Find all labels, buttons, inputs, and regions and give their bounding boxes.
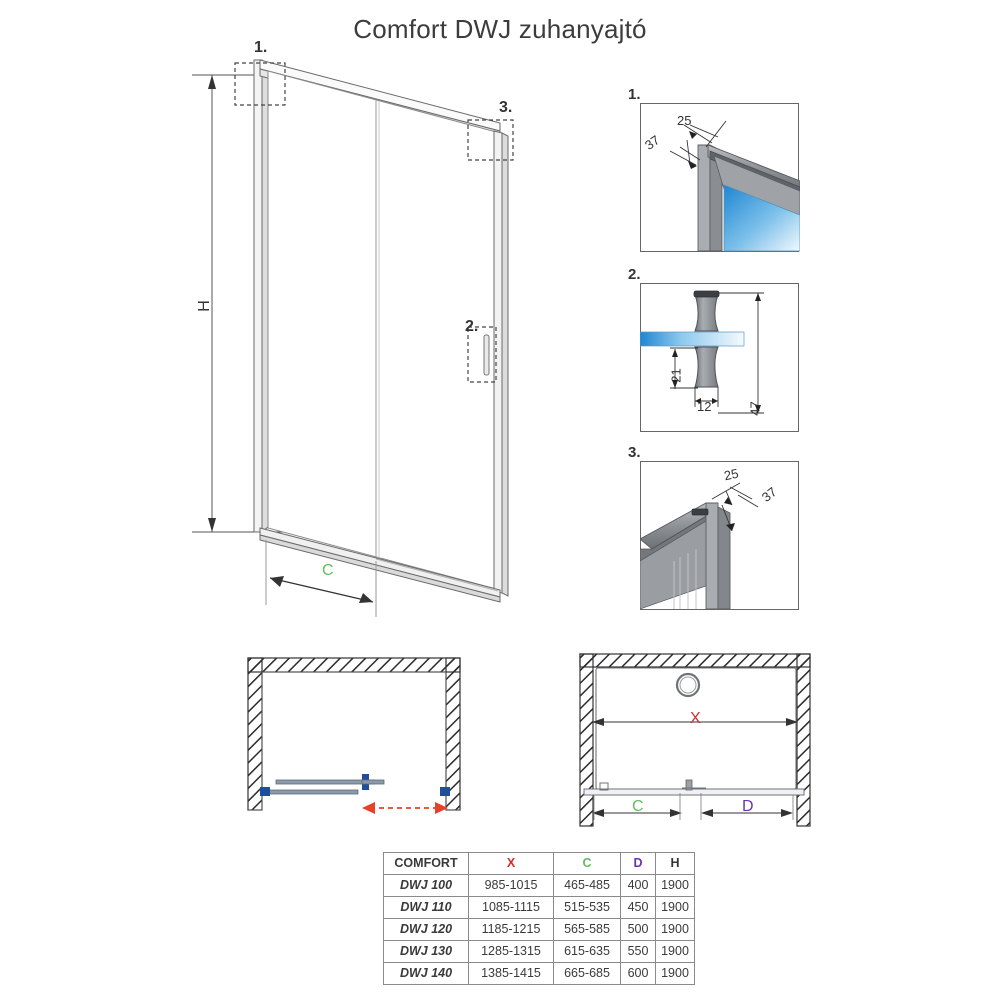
main-callout-1-label: 1. — [254, 39, 268, 56]
table-cell-x: 985-1015 — [468, 874, 554, 897]
table-row: DWJ 120 1185-1215 565-585 500 1900 — [383, 918, 695, 941]
detail-2-dim-47: 47 — [747, 401, 763, 416]
table-cell-c: 515-535 — [553, 896, 621, 919]
table-header-comfort: COMFORT — [383, 852, 469, 875]
main-width-label: C — [322, 562, 334, 579]
table-cell-model: DWJ 100 — [383, 874, 469, 897]
plan-fixed-panel — [263, 789, 359, 795]
table-cell-h: 1900 — [655, 940, 695, 963]
callout-box-2 — [467, 326, 497, 383]
height-arrow-bottom — [208, 518, 216, 532]
detail-1-dim-25: 25 — [677, 113, 692, 128]
table-cell-d: 450 — [620, 896, 656, 919]
d-dimension-front — [700, 793, 794, 820]
main-callout-2-label: 2. — [465, 318, 479, 335]
plan-bracket-right — [440, 787, 450, 796]
door-handle — [483, 334, 490, 376]
c-dimension — [265, 540, 377, 617]
table-header-x: X — [468, 852, 554, 875]
detail-1-number: 1. — [628, 86, 641, 103]
main-perspective-drawing — [192, 59, 514, 617]
table-cell-d: 550 — [620, 940, 656, 963]
table-row: DWJ 140 1385-1415 665-685 600 1900 — [383, 962, 695, 985]
detail-2-drawing — [640, 283, 799, 432]
detail-2-number: 2. — [628, 266, 641, 283]
c-dimension-front — [592, 793, 682, 820]
table-cell-c: 565-585 — [553, 918, 621, 941]
table-cell-model: DWJ 110 — [383, 896, 469, 919]
table-cell-x: 1385-1415 — [468, 962, 554, 985]
plan-view-drawing — [247, 657, 461, 814]
table-cell-x: 1285-1315 — [468, 940, 554, 963]
door-assembly — [253, 59, 509, 603]
main-callout-3-label: 3. — [499, 99, 513, 116]
table-cell-x: 1185-1215 — [468, 918, 554, 941]
callout-box-3 — [467, 119, 514, 161]
plan-bracket-left — [260, 787, 270, 796]
table-cell-model: DWJ 140 — [383, 962, 469, 985]
table-cell-h: 1900 — [655, 874, 695, 897]
plan-slide-arrow — [362, 802, 448, 814]
height-arrow-top — [208, 75, 216, 89]
front-label-d: D — [742, 798, 754, 815]
detail-2-dim-21: 21 — [668, 368, 684, 383]
table-header-row: COMFORT X C D H — [383, 852, 695, 875]
plan-sliding-panel — [275, 779, 375, 785]
front-elevation-drawing — [579, 653, 811, 827]
table-cell-x: 1085-1115 — [468, 896, 554, 919]
table-cell-model: DWJ 130 — [383, 940, 469, 963]
detail-3-dim-25: 25 — [722, 465, 740, 484]
roller-icon — [675, 672, 701, 698]
table-header-c: C — [553, 852, 621, 875]
table-cell-c: 615-635 — [553, 940, 621, 963]
page-title: Comfort DWJ zuhanyajtó — [353, 14, 647, 44]
table-cell-h: 1900 — [655, 896, 695, 919]
table-row: DWJ 110 1085-1115 515-535 450 1900 — [383, 896, 695, 919]
table-cell-d: 400 — [620, 874, 656, 897]
table-cell-h: 1900 — [655, 962, 695, 985]
table-header-h: H — [655, 852, 695, 875]
table-row: DWJ 130 1285-1315 615-635 550 1900 — [383, 940, 695, 963]
spec-table: COMFORT X C D H DWJ 100 985-1015 465-485… — [383, 852, 695, 985]
table-cell-c: 665-685 — [553, 962, 621, 985]
table-cell-c: 465-485 — [553, 874, 621, 897]
front-label-x: X — [690, 710, 701, 727]
front-label-c: C — [632, 798, 644, 815]
detail-3-number: 3. — [628, 444, 641, 461]
table-cell-d: 600 — [620, 962, 656, 985]
main-height-label: H — [195, 300, 213, 312]
table-row: DWJ 100 985-1015 465-485 400 1900 — [383, 874, 695, 897]
callout-box-1 — [234, 62, 286, 106]
x-dimension — [592, 718, 798, 726]
table-cell-model: DWJ 120 — [383, 918, 469, 941]
detail-2-dim-12: 12 — [697, 399, 712, 414]
table-cell-h: 1900 — [655, 918, 695, 941]
table-cell-d: 500 — [620, 918, 656, 941]
table-header-d: D — [620, 852, 656, 875]
detail-3-drawing — [640, 461, 799, 610]
detail-1-drawing — [640, 103, 800, 252]
